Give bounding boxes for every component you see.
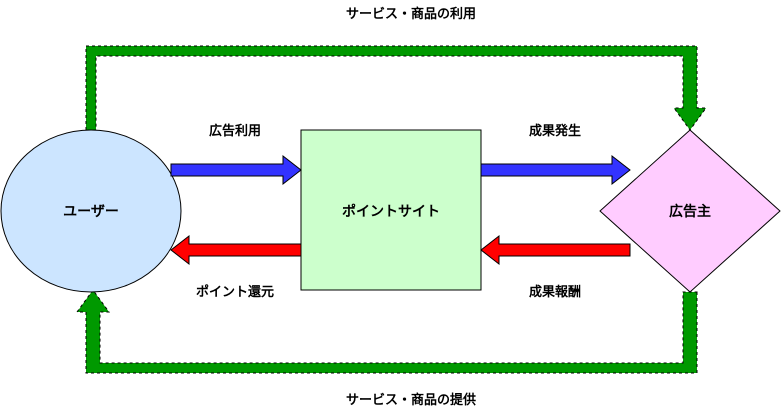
point-site-node[interactable] bbox=[300, 129, 482, 291]
user-label: ユーザー bbox=[63, 204, 119, 220]
user-node[interactable] bbox=[0, 129, 182, 293]
service-provide-label: サービス・商品の提供 bbox=[346, 392, 476, 408]
point-site-label: ポイントサイト bbox=[342, 203, 440, 220]
advertiser-label: 広告主 bbox=[669, 203, 711, 220]
service-provide-connector bbox=[76, 289, 698, 374]
result-reward-label: 成果報酬 bbox=[529, 284, 581, 300]
point-return-label: ポイント還元 bbox=[196, 284, 274, 300]
service-use-label: サービス・商品の利用 bbox=[346, 6, 476, 22]
result-reward-arrow bbox=[480, 234, 631, 266]
ad-use-arrow bbox=[170, 154, 302, 186]
result-occur-label: 成果発生 bbox=[529, 123, 581, 139]
ad-use-label: 広告利用 bbox=[209, 123, 261, 139]
point-return-arrow bbox=[170, 234, 302, 266]
advertiser-node[interactable] bbox=[599, 129, 781, 293]
service-use-connector bbox=[85, 45, 707, 131]
result-occur-arrow bbox=[480, 154, 631, 186]
